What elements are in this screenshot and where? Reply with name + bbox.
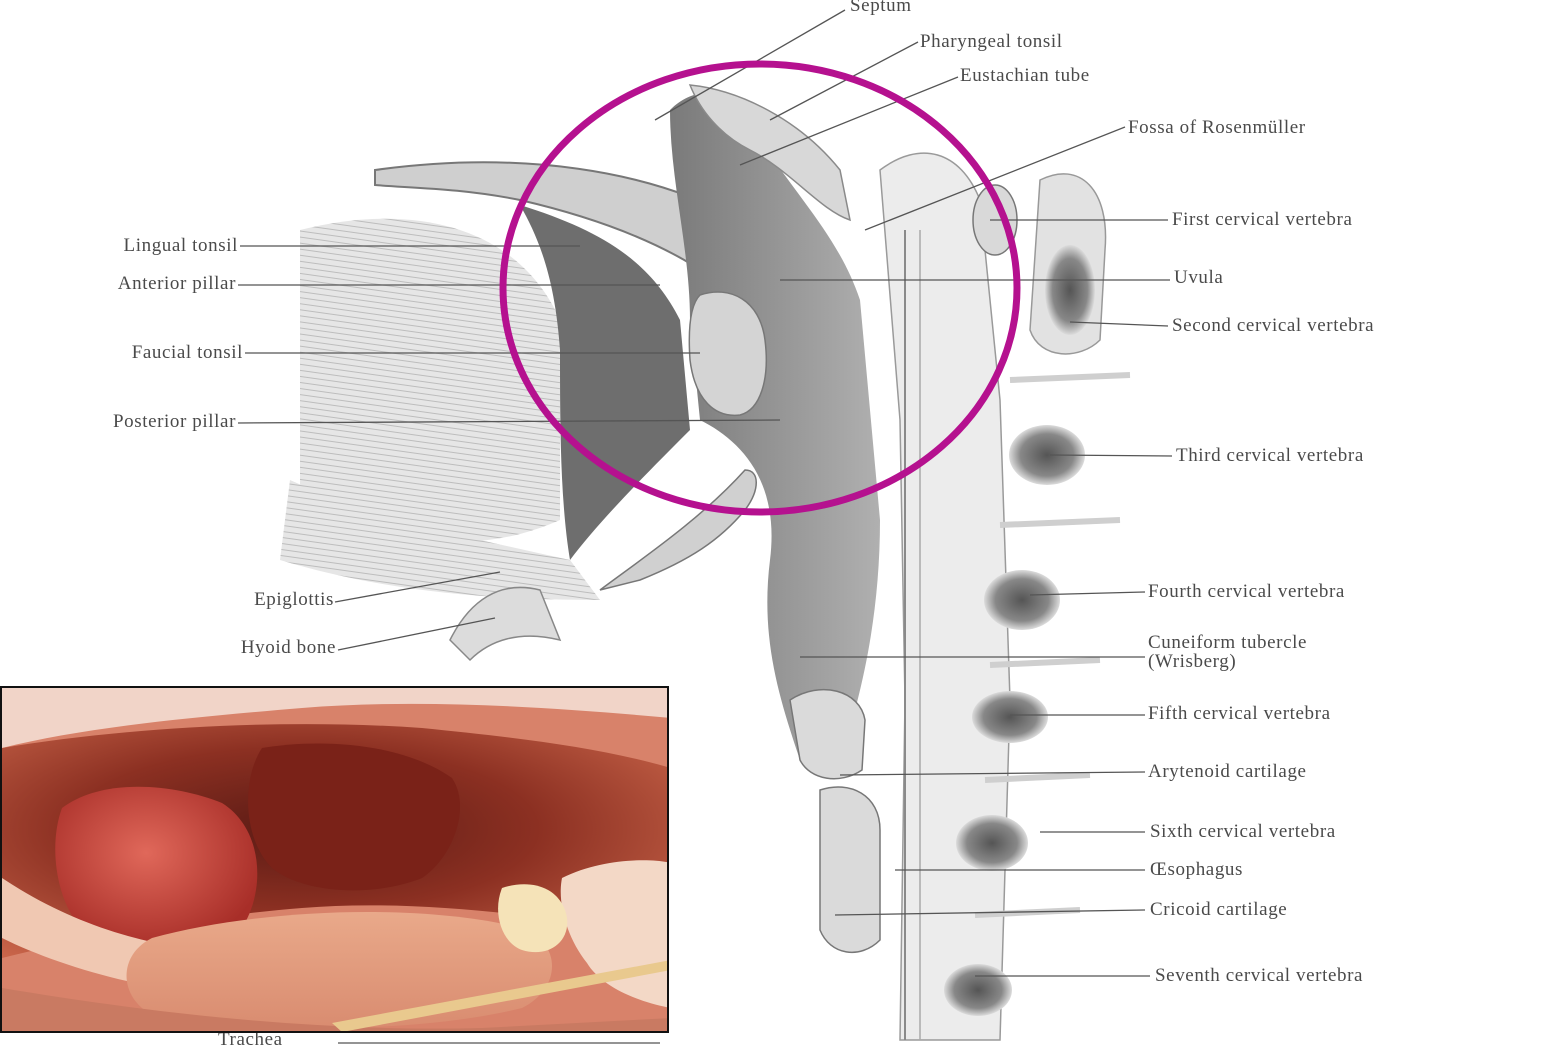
pharynx	[670, 93, 880, 760]
label-trachea: Trachea	[218, 1030, 283, 1050]
label-third-cervical: Third cervical vertebra	[1176, 446, 1364, 466]
open-mouth-photo	[2, 688, 669, 1033]
label-epiglottis: Epiglottis	[254, 590, 334, 610]
vertebra-c7	[944, 964, 1012, 1016]
label-eustachian-tube: Eustachian tube	[960, 66, 1090, 86]
label-fourth-cervical: Fourth cervical vertebra	[1148, 582, 1345, 602]
label-faucial-tonsil: Faucial tonsil	[132, 343, 243, 363]
label-pharyngeal-tonsil: Pharyngeal tonsil	[920, 32, 1063, 52]
label-cricoid: Cricoid cartilage	[1150, 900, 1287, 920]
vertebra-c4	[984, 570, 1060, 630]
label-second-cervical: Second cervical vertebra	[1172, 316, 1374, 336]
label-sixth-cervical: Sixth cervical vertebra	[1150, 822, 1336, 842]
vertebra-c5	[972, 691, 1048, 743]
label-cuneiform-tubercle: Cuneiform tubercle	[1148, 633, 1307, 653]
label-hyoid-bone: Hyoid bone	[241, 638, 336, 658]
label-cuneiform-wrisberg: (Wrisberg)	[1148, 652, 1236, 672]
clinical-photo-inset	[0, 686, 669, 1033]
label-oesophagus: Œsophagus	[1150, 860, 1243, 880]
cricoid-shape	[820, 787, 880, 952]
label-first-cervical: First cervical vertebra	[1172, 210, 1353, 230]
tongue-muscle	[300, 219, 560, 542]
label-seventh-cervical: Seventh cervical vertebra	[1155, 966, 1363, 986]
label-septum: Septum	[850, 0, 912, 16]
label-posterior-pillar: Posterior pillar	[113, 412, 236, 432]
label-lingual-tonsil: Lingual tonsil	[124, 236, 238, 256]
label-uvula: Uvula	[1174, 268, 1223, 288]
label-arytenoid: Arytenoid cartilage	[1148, 762, 1307, 782]
tongue	[127, 912, 552, 1028]
vertebra-c6	[956, 815, 1028, 871]
arytenoid-shape	[790, 690, 865, 779]
label-anterior-pillar: Anterior pillar	[118, 274, 236, 294]
label-fossa-rosenmuller: Fossa of Rosenmüller	[1128, 118, 1306, 138]
label-fifth-cervical: Fifth cervical vertebra	[1148, 704, 1331, 724]
